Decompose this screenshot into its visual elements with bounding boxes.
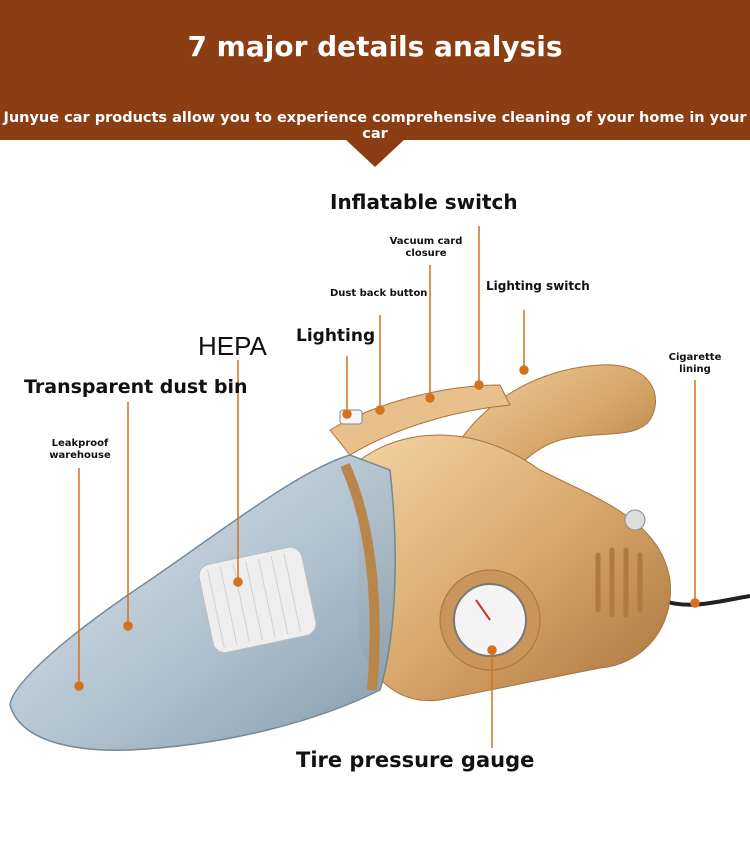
power-cord (659, 594, 750, 607)
speaker-vents (595, 547, 643, 618)
top-switch-panel (329, 384, 511, 456)
callout-cigarette-lining: Cigarette lining (668, 352, 722, 375)
callout-hepa: HEPA (198, 331, 267, 361)
callout-vacuum-card-closure: Vacuum card closure (389, 236, 463, 259)
callout-tire-pressure-gauge: Tire pressure gauge (296, 748, 535, 772)
dust-bin (9, 454, 396, 751)
header-notch (345, 139, 405, 167)
bin-seam (340, 462, 380, 691)
page-title: 7 major details analysis (187, 30, 563, 63)
motor-body (359, 434, 671, 702)
callout-lighting-switch: Lighting switch (486, 279, 590, 293)
hepa-filter (198, 546, 317, 654)
callout-lighting: Lighting (296, 326, 376, 346)
page-subtitle: Junyue car products allow you to experie… (3, 110, 747, 142)
callout-inflatable-switch: Inflatable switch (330, 190, 518, 214)
callout-transparent-dust-bin: Transparent dust bin (24, 376, 248, 398)
header-banner (0, 0, 750, 140)
callout-leakproof-warehouse: Leakproof warehouse (49, 438, 111, 461)
air-nozzle (624, 509, 646, 531)
callout-dust-back-button: Dust back button (330, 288, 428, 299)
